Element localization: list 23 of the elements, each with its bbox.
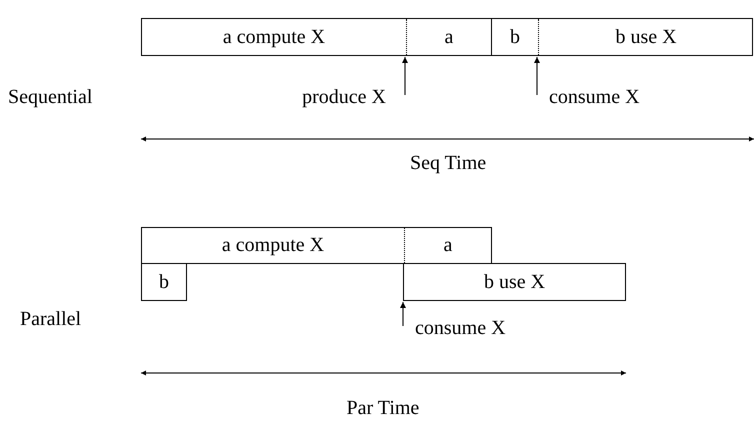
task-label: a: [444, 24, 454, 50]
task-label: a compute X: [220, 233, 326, 258]
annotation-text: consume X: [537, 82, 697, 112]
task-bar: [403, 263, 626, 301]
task-label: b use X: [614, 24, 678, 50]
task-label: b: [509, 24, 521, 50]
duration-label: Seq Time: [410, 152, 486, 175]
arrow: [402, 56, 408, 96]
task-label: a: [442, 233, 454, 258]
task-label: b: [158, 270, 170, 294]
task-label: a compute X: [222, 24, 326, 50]
task-bar: [491, 18, 753, 56]
row-label: Parallel: [20, 308, 82, 331]
task-bar: [141, 263, 187, 301]
task-bar: [141, 18, 492, 56]
arrow: [400, 302, 406, 326]
duration-label: Par Time: [346, 397, 420, 420]
task-bar: [141, 227, 492, 264]
annotation-text: produce X: [260, 82, 405, 112]
annotation-text: consume X: [403, 312, 563, 344]
task-label: b use X: [482, 270, 546, 294]
row-label: Sequential: [8, 86, 92, 109]
arrow: [534, 56, 540, 96]
